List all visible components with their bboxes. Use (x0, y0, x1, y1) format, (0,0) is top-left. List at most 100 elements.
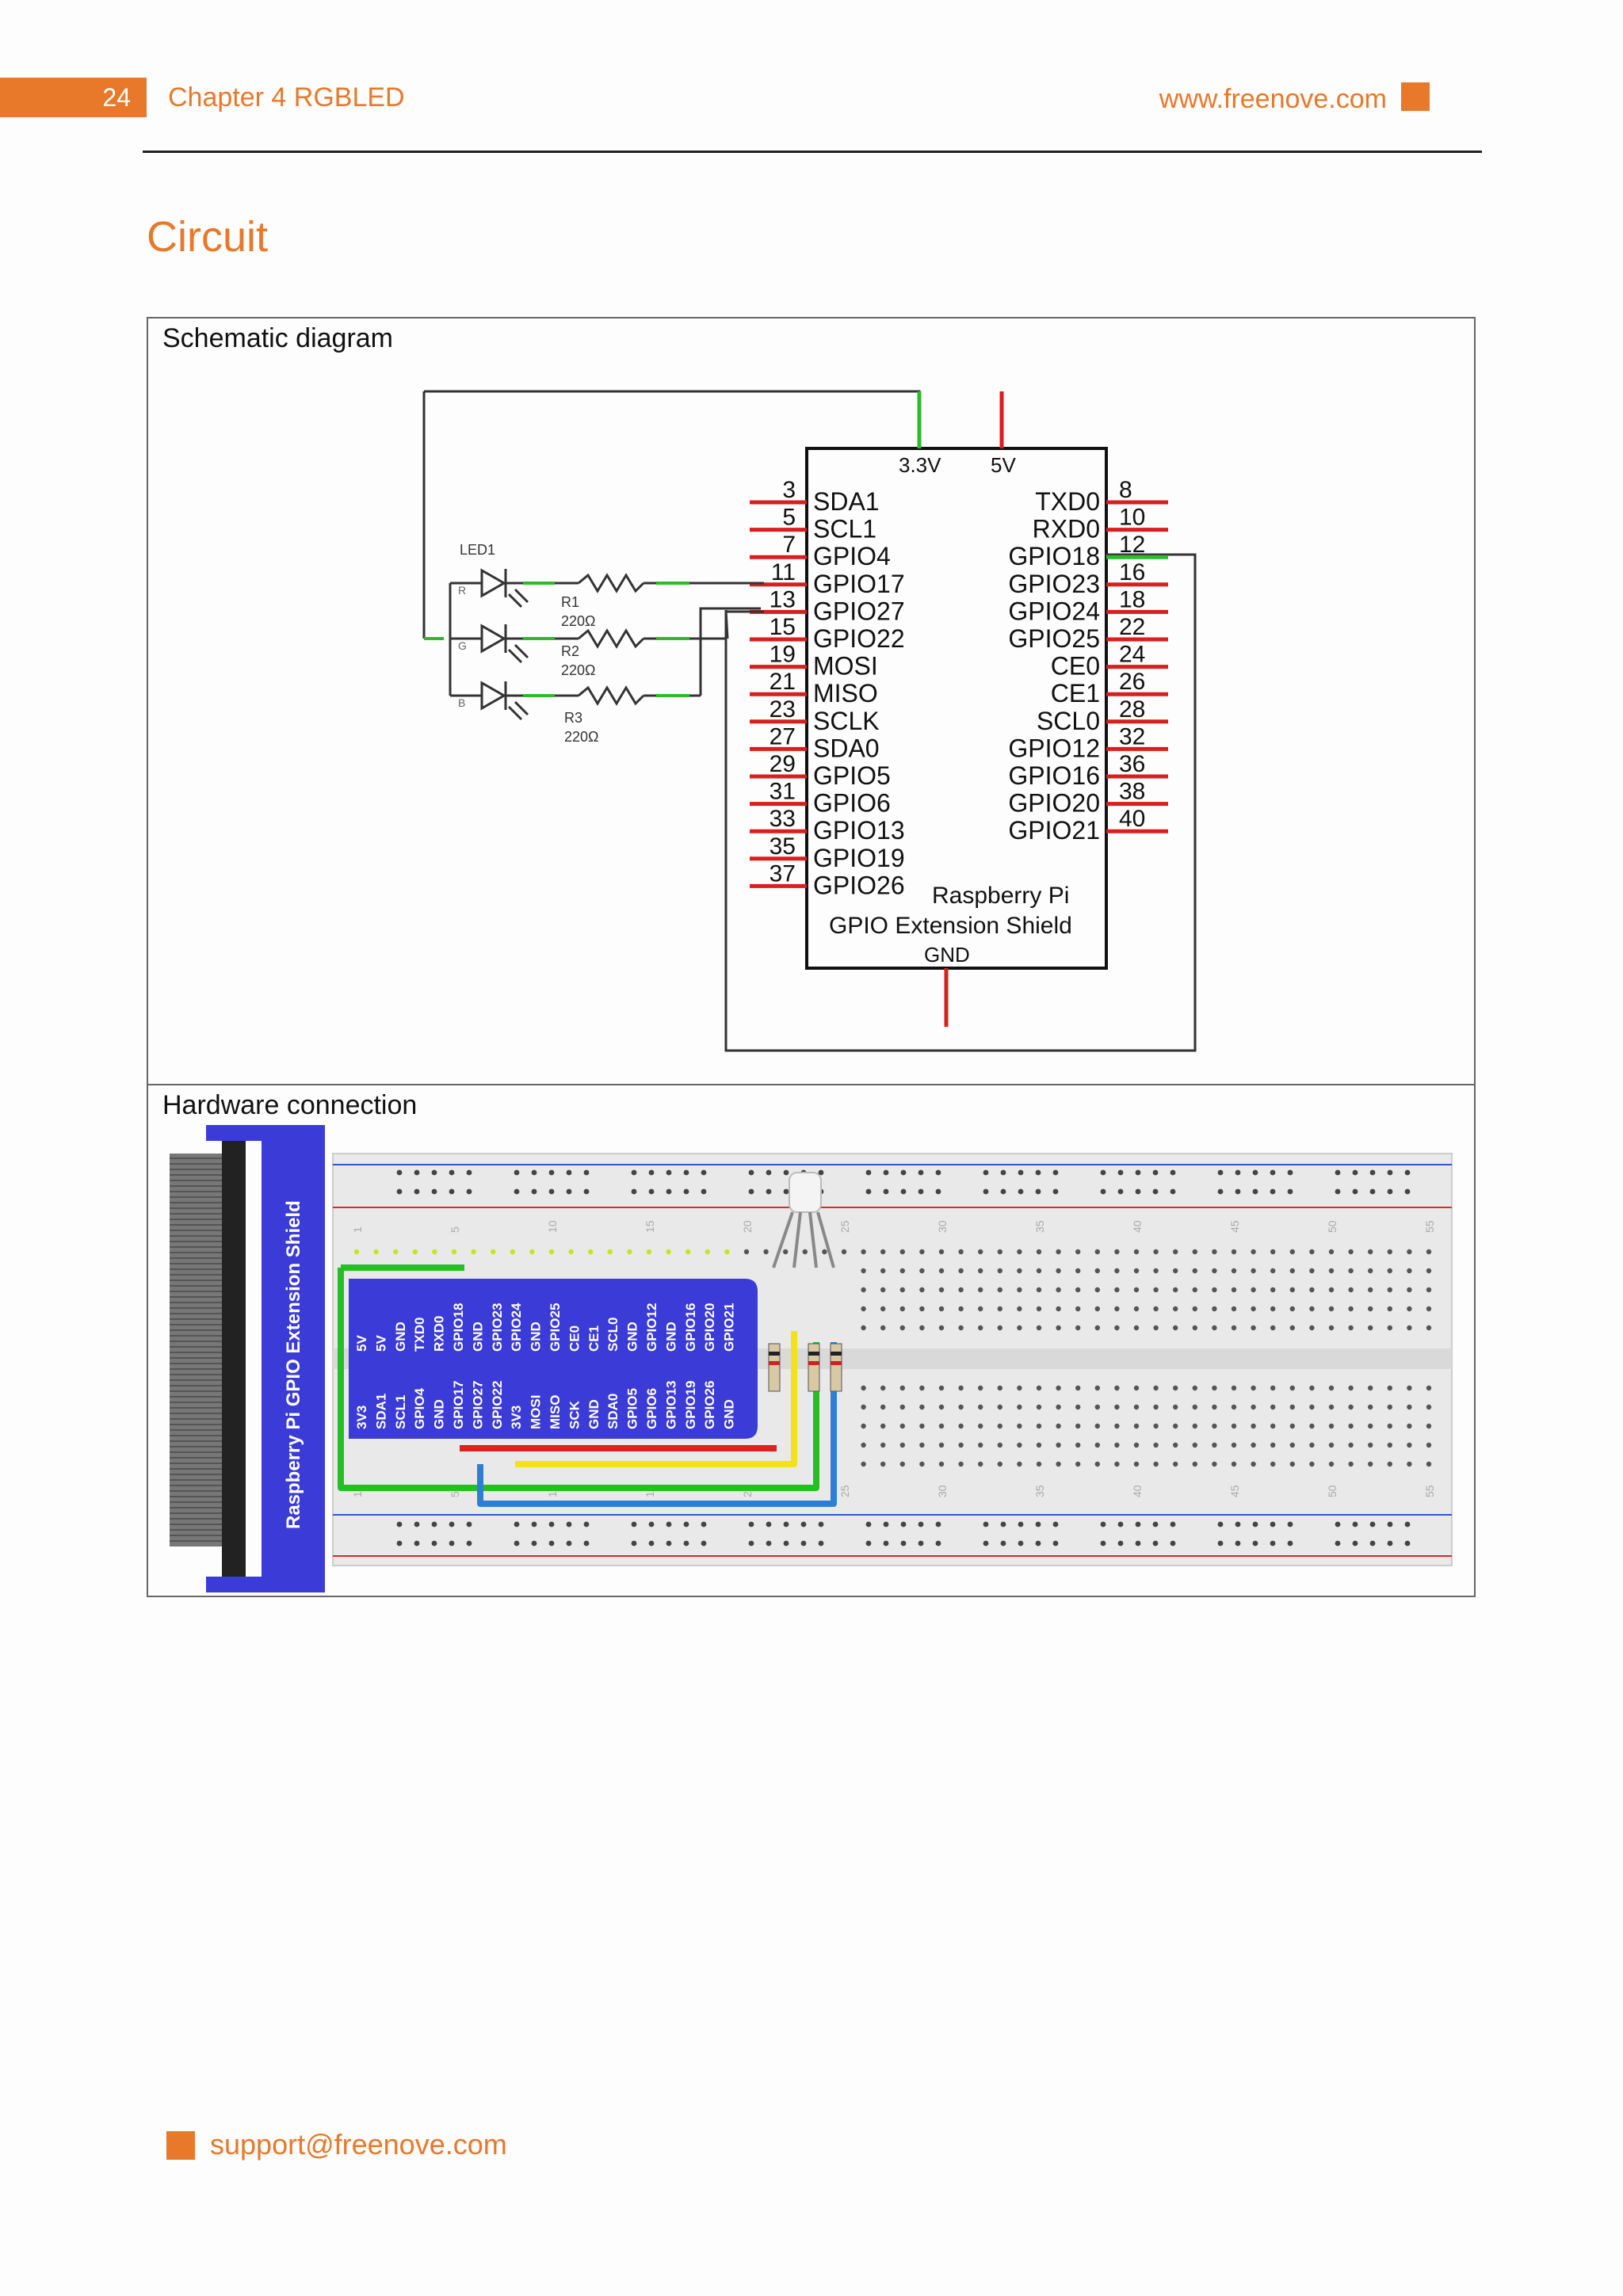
bb-hole (861, 1249, 866, 1255)
bb-hole (1309, 1287, 1315, 1293)
bb-hole (685, 1249, 691, 1255)
bb-hole (958, 1385, 964, 1391)
bb-hole (1153, 1461, 1159, 1467)
bb-hole (1426, 1442, 1432, 1448)
rail-hole (1117, 1169, 1124, 1176)
gpio-header (349, 1279, 758, 1439)
rail-hole (818, 1521, 824, 1527)
bb-hole (1270, 1268, 1276, 1274)
r3-value: 220Ω (564, 729, 599, 745)
bb-hole (1173, 1249, 1178, 1255)
bb-hole (568, 1249, 574, 1255)
led-channel-r: R (458, 584, 466, 597)
bb-hole (1133, 1268, 1140, 1274)
rail-hole (1152, 1188, 1159, 1195)
gpio-top-label: RXD0 (432, 1316, 447, 1352)
rail-hole (748, 1188, 754, 1195)
rail-hole (631, 1540, 637, 1547)
bb-hole (1094, 1287, 1101, 1293)
column-number: 35 (1033, 1485, 1046, 1497)
bb-hole (1075, 1287, 1081, 1293)
bb-hole (529, 1249, 535, 1255)
page-number: 24 (0, 78, 147, 117)
pin-number: 28 (1119, 696, 1145, 723)
pin-name: SDA1 (813, 487, 880, 516)
support-email[interactable]: support@freenove.com (210, 2128, 507, 2161)
bb-hole (1133, 1442, 1140, 1448)
website-link[interactable]: www.freenove.com (1159, 84, 1387, 114)
rail-hole (531, 1540, 537, 1547)
bb-hole (880, 1249, 886, 1255)
pin-number: 12 (1119, 532, 1145, 558)
rail-hole (1152, 1169, 1159, 1176)
bb-hole (1173, 1461, 1178, 1467)
pin-name: GPIO19 (813, 844, 905, 872)
bb-hole (978, 1442, 983, 1448)
bb-hole (938, 1423, 945, 1429)
rail-hole (800, 1521, 807, 1527)
pin-number: 24 (1119, 642, 1145, 668)
bb-hole (1036, 1404, 1042, 1410)
bb-hole (1231, 1268, 1237, 1274)
bb-hole (471, 1249, 476, 1255)
bb-hole (1017, 1442, 1022, 1448)
bb-hole (997, 1287, 1003, 1293)
bb-hole (393, 1249, 399, 1255)
rail-hole (1287, 1169, 1293, 1176)
bb-hole (1348, 1385, 1354, 1391)
bb-hole (1309, 1306, 1315, 1312)
rail-hole (1235, 1169, 1241, 1176)
rail-hole (1404, 1188, 1411, 1195)
rail-hole (548, 1540, 555, 1547)
bb-hole (1192, 1385, 1198, 1391)
bb-hole (1017, 1268, 1022, 1274)
rail-hole (396, 1169, 403, 1176)
rail-hole (583, 1188, 590, 1195)
rail-hole (1352, 1540, 1358, 1547)
rail-hole (1135, 1540, 1141, 1547)
rail-hole (1000, 1188, 1006, 1195)
rail-hole (1270, 1169, 1276, 1176)
bb-hole (1289, 1268, 1296, 1274)
bb-hole (1212, 1268, 1217, 1274)
pin-name: GPIO13 (813, 816, 905, 845)
pin-name: GPIO4 (813, 542, 891, 570)
bb-hole (1231, 1325, 1237, 1331)
bb-hole (1036, 1423, 1042, 1429)
bb-hole (899, 1268, 906, 1274)
led-label: LED1 (460, 542, 495, 558)
bb-hole (1192, 1287, 1198, 1293)
rail-hole (514, 1169, 520, 1176)
rail-hole (883, 1169, 889, 1176)
gpio-top-label: CE1 (586, 1325, 601, 1352)
rail-hole (414, 1540, 420, 1547)
gpio-bottom-label: GPIO6 (644, 1388, 659, 1429)
bb-hole (1036, 1306, 1042, 1312)
bb-hole (1173, 1325, 1178, 1331)
rail-hole (1170, 1169, 1176, 1176)
rail-hole (701, 1540, 707, 1547)
bb-hole (861, 1442, 866, 1448)
rail-hole (900, 1540, 907, 1547)
rail-hole (983, 1540, 989, 1547)
bb-hole (919, 1306, 925, 1312)
rail-hole (1100, 1540, 1106, 1547)
rail-hole (766, 1521, 772, 1527)
rail-hole (1170, 1521, 1176, 1527)
bb-hole (1075, 1442, 1081, 1448)
bb-hole (1192, 1325, 1198, 1331)
bb-hole (899, 1249, 906, 1255)
bb-hole (861, 1287, 866, 1293)
rail-hole (1387, 1169, 1393, 1176)
bb-hole (978, 1287, 983, 1293)
pin-name: SCLK (813, 707, 880, 735)
bb-hole (491, 1249, 496, 1255)
gpio-bottom-label: SCK (567, 1400, 582, 1429)
rgb-led (772, 1172, 835, 1268)
column-number: 50 (1326, 1485, 1338, 1497)
rail-hole (1369, 1188, 1376, 1195)
bb-hole (841, 1249, 847, 1255)
bb-hole (1017, 1461, 1022, 1467)
gpio-bottom-label: MOSI (529, 1395, 544, 1429)
bb-hole (1270, 1325, 1276, 1331)
